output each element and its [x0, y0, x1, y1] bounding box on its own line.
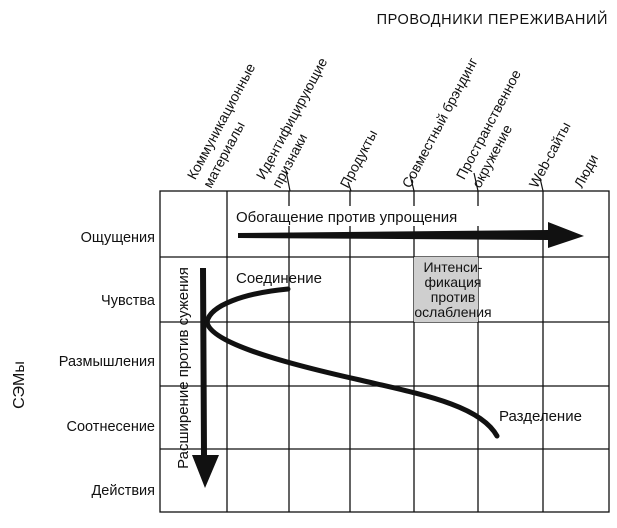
column-header-people: Люди — [571, 152, 602, 191]
column-headers: Коммуникационные материалы Идентифицирую… — [184, 55, 602, 192]
connect-label: Соединение — [236, 270, 322, 287]
column-connector — [285, 170, 291, 192]
axis-label-sems: СЭМы — [11, 361, 28, 409]
column-connector — [473, 172, 479, 192]
row-label-relate: Соотнесение — [67, 419, 155, 435]
column-header-ident: Идентифицирующие признаки — [253, 55, 331, 191]
column-header-web: Web-сайты — [526, 119, 574, 190]
column-connector — [347, 181, 352, 192]
separate-label: Разделение — [499, 408, 582, 425]
column-connector — [409, 174, 415, 192]
row-labels: Ощущения Чувства Размышления Соотнесение… — [59, 230, 156, 499]
column-connector — [539, 177, 544, 192]
intensification-highlight — [414, 257, 478, 322]
enrich-text-bg — [232, 206, 524, 226]
intens-line-3: против — [431, 289, 476, 305]
row-label-think: Размышления — [59, 354, 155, 370]
row-label-sense: Ощущения — [81, 230, 155, 246]
broaden-arrow — [192, 268, 219, 488]
enrich-arrow — [238, 222, 584, 248]
column-header-people-line1: Люди — [571, 152, 602, 191]
grid-border — [159, 190, 610, 513]
column-header-prod-line1: Продукты — [337, 127, 381, 190]
intens-line-4: ослабления — [414, 304, 491, 320]
connection-separation-curve — [204, 286, 500, 439]
row-label-act: Действия — [91, 483, 155, 499]
broaden-label: Расширение против сужения — [175, 267, 192, 469]
diagram-title: ПРОВОДНИКИ ПЕРЕЖИВАНИЙ — [377, 10, 608, 28]
column-header-prod: Продукты — [337, 127, 381, 190]
row-label-feel: Чувства — [101, 293, 156, 309]
column-header-web-line1: Web-сайты — [526, 119, 574, 190]
enrich-label: Обогащение против упрощения — [236, 209, 457, 226]
intens-line-1: Интенси- — [423, 259, 482, 275]
intensification-label: Интенси- фикация против ослабления — [414, 259, 491, 320]
intens-line-2: фикация — [425, 274, 482, 290]
